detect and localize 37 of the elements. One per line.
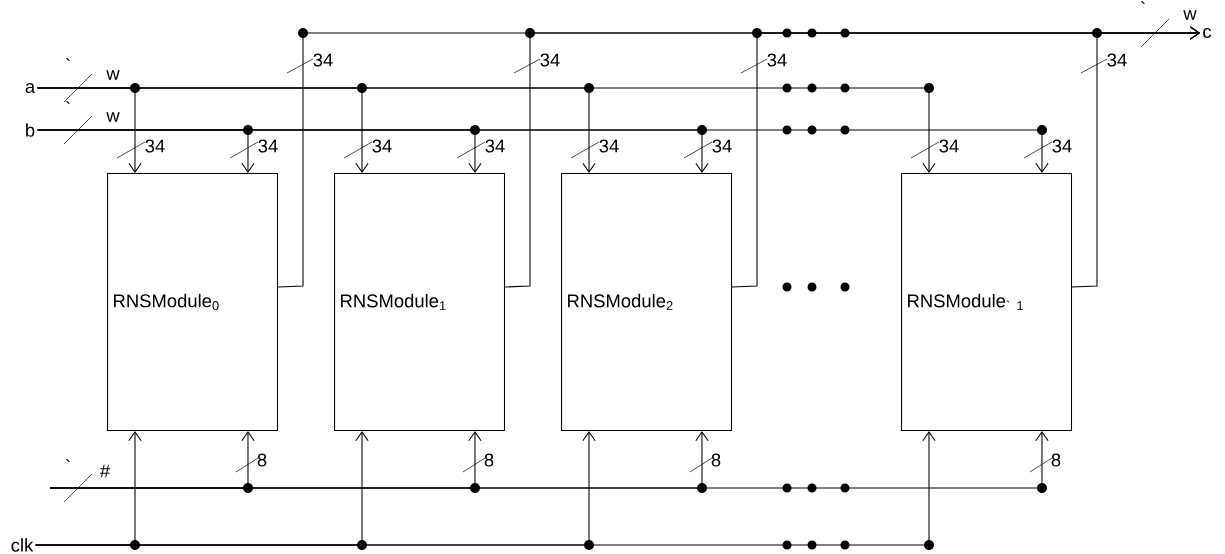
bus-width-label: ` bbox=[65, 58, 70, 61]
bus-width-label: 34 bbox=[939, 139, 959, 153]
wire-arrow bbox=[36, 129, 1049, 173]
bus-width-label: # bbox=[99, 464, 111, 478]
bus-width-label: 8 bbox=[484, 453, 494, 467]
module-box: RNSModule$_{1}$ bbox=[334, 173, 506, 431]
bus-width-label: 34 bbox=[258, 139, 278, 153]
signal-label: clk bbox=[11, 538, 34, 552]
bus-width-label: w bbox=[106, 112, 120, 122]
module-box: RNSModule$_{` 1}$ bbox=[901, 173, 1072, 431]
bus-width-label: 8 bbox=[257, 453, 267, 467]
wire-arrow bbox=[1071, 26, 1201, 288]
wire-arrow bbox=[49, 431, 1049, 489]
bus-width-label: 34 bbox=[712, 139, 732, 153]
bus-width-label: 34 bbox=[313, 53, 333, 67]
bus-width-label: 8 bbox=[711, 453, 721, 467]
bus-width-label: 34 bbox=[1052, 139, 1072, 153]
module-box: RNSModule$_{0}$ bbox=[107, 173, 279, 431]
bus-width-label: ` bbox=[65, 459, 70, 462]
signal-label: b bbox=[26, 123, 35, 137]
bus-width-label: 34 bbox=[485, 139, 505, 153]
bus-width-label: 34 bbox=[372, 139, 392, 153]
bus-width-label: w bbox=[106, 70, 120, 80]
bus-width-label: 34 bbox=[145, 139, 165, 153]
wire-arrow bbox=[35, 431, 936, 546]
signal-label: c bbox=[1203, 27, 1212, 39]
bus-width-label: 34 bbox=[599, 139, 619, 153]
module-box: RNSModule$_{2}$ bbox=[561, 173, 733, 431]
bus-width-label: 8 bbox=[1051, 453, 1061, 467]
bus-width-label: 34 bbox=[1107, 53, 1127, 67]
bus-width-label: 34 bbox=[540, 53, 560, 67]
bus-width-label: w bbox=[1183, 10, 1197, 20]
bus-width-label: ` bbox=[65, 101, 70, 104]
bus-width-label: 34 bbox=[767, 53, 787, 67]
wire-arrow bbox=[36, 87, 936, 173]
signal-label: a bbox=[25, 82, 36, 94]
bus-width-label: ` bbox=[1140, 1, 1145, 4]
